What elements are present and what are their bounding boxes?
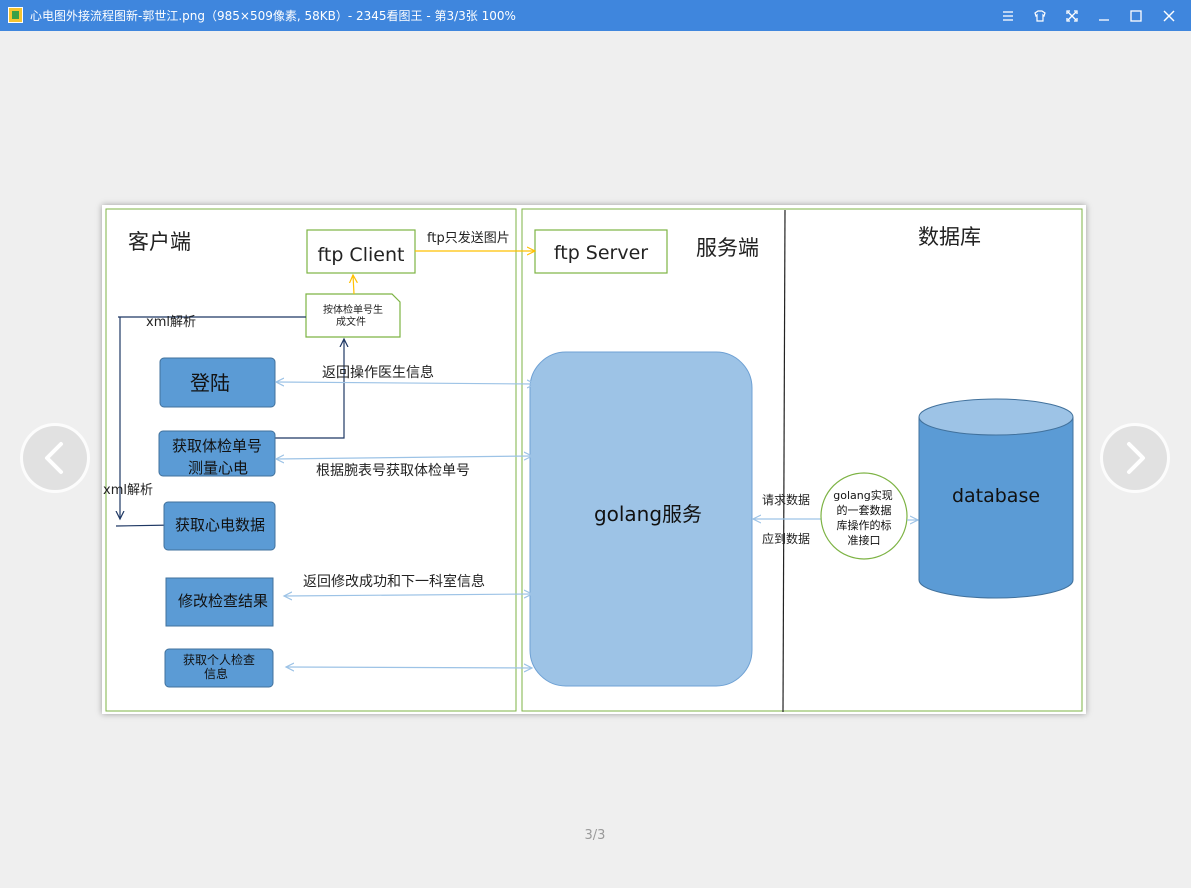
modify-result-box bbox=[165, 577, 274, 627]
close-icon[interactable] bbox=[1158, 5, 1180, 27]
menu-icon[interactable] bbox=[997, 5, 1019, 27]
by-wristband-label: 根据腕表号获取体检单号 bbox=[316, 463, 470, 479]
app-logo-icon bbox=[8, 7, 23, 23]
ftp-server-box bbox=[534, 229, 668, 274]
personal-info-line2: 信息 bbox=[204, 666, 228, 681]
database-cylinder bbox=[918, 417, 1074, 599]
chevron-left-icon bbox=[45, 442, 63, 474]
page-indicator: 3/3 bbox=[584, 828, 606, 843]
ftp-client-label: ftp Client bbox=[318, 244, 405, 266]
modify-arrow bbox=[284, 594, 532, 596]
interface-circle bbox=[820, 472, 908, 560]
golang-service-label: golang服务 bbox=[594, 502, 702, 526]
minimize-icon[interactable] bbox=[1093, 5, 1115, 27]
request-label: 请求数据 bbox=[762, 492, 810, 507]
return-modify-label: 返回修改成功和下一科室信息 bbox=[303, 573, 485, 590]
personal-info-box bbox=[164, 648, 274, 688]
get-exam-number-line1: 获取体检单号 bbox=[172, 437, 262, 455]
window-title: 心电图外接流程图新-郭世江.png（985×509像素, 58KB）- 2345… bbox=[30, 9, 516, 23]
personal-info-line1: 获取个人检查 bbox=[183, 652, 255, 667]
database-cylinder-top bbox=[918, 398, 1074, 436]
personal-info-arrow bbox=[286, 667, 532, 668]
exam-number-arrow bbox=[276, 456, 532, 459]
ftp-client-box bbox=[306, 229, 416, 274]
fullscreen-icon[interactable] bbox=[1061, 5, 1083, 27]
exam-to-file-arrow bbox=[275, 339, 344, 439]
database-section-title: 数据库 bbox=[918, 225, 981, 249]
generate-file-line2: 成文件 bbox=[336, 315, 366, 328]
xml-parse-label-1: xml解析 bbox=[146, 315, 196, 330]
title-bar: 心电图外接流程图新-郭世江.png（985×509像素, 58KB）- 2345… bbox=[0, 0, 1191, 31]
server-section-title: 服务端 bbox=[696, 236, 759, 260]
next-image-button[interactable] bbox=[1100, 423, 1170, 493]
ftp-send-label: ftp只发送图片 bbox=[427, 230, 510, 246]
return-doctor-label: 返回操作医生信息 bbox=[322, 364, 434, 381]
ftp-server-label: ftp Server bbox=[554, 242, 648, 264]
interface-line2: 的一套数据 bbox=[837, 503, 892, 517]
db-divider bbox=[782, 209, 786, 713]
login-arrow bbox=[276, 382, 535, 384]
get-ecg-label: 获取心电数据 bbox=[175, 516, 265, 534]
chevron-right-icon bbox=[1127, 442, 1145, 474]
database-label: database bbox=[952, 485, 1040, 507]
interface-line1: golang实现 bbox=[833, 488, 892, 502]
get-exam-number-line2: 测量心电 bbox=[188, 459, 248, 477]
skin-icon[interactable] bbox=[1029, 5, 1051, 27]
generate-file-box bbox=[305, 293, 401, 338]
flowchart-diagram: 客户端 服务端 数据库 ftp Client ftp Server ftp只发送… bbox=[103, 208, 1083, 713]
maximize-icon[interactable] bbox=[1125, 5, 1147, 27]
interface-line3: 库操作的标 bbox=[837, 518, 892, 532]
prev-image-button[interactable] bbox=[20, 423, 90, 493]
get-ecg-box bbox=[163, 501, 276, 551]
modify-result-label: 修改检查结果 bbox=[178, 592, 268, 610]
xml-parse-label-2: xml解析 bbox=[103, 483, 153, 498]
login-label: 登陆 bbox=[190, 371, 230, 395]
file-to-ftp-arrow bbox=[353, 275, 354, 295]
client-section-title: 客户端 bbox=[128, 230, 191, 254]
image-canvas[interactable]: 客户端 服务端 数据库 ftp Client ftp Server ftp只发送… bbox=[102, 205, 1086, 714]
response-label: 应到数据 bbox=[762, 531, 810, 546]
generate-file-line1: 按体检单号生 bbox=[323, 303, 383, 316]
interface-line4: 准接口 bbox=[848, 534, 881, 547]
